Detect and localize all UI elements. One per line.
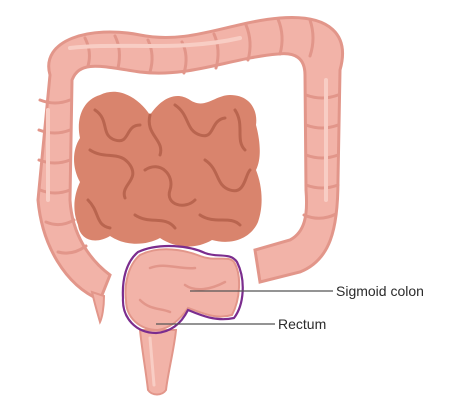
small-intestine [74,92,262,247]
sigmoid-colon-label: Sigmoid colon [336,283,424,299]
rectum-shape [140,330,176,395]
appendix [92,292,104,322]
sigmoid-and-rectum [123,246,243,395]
rectum-label: Rectum [278,316,326,332]
